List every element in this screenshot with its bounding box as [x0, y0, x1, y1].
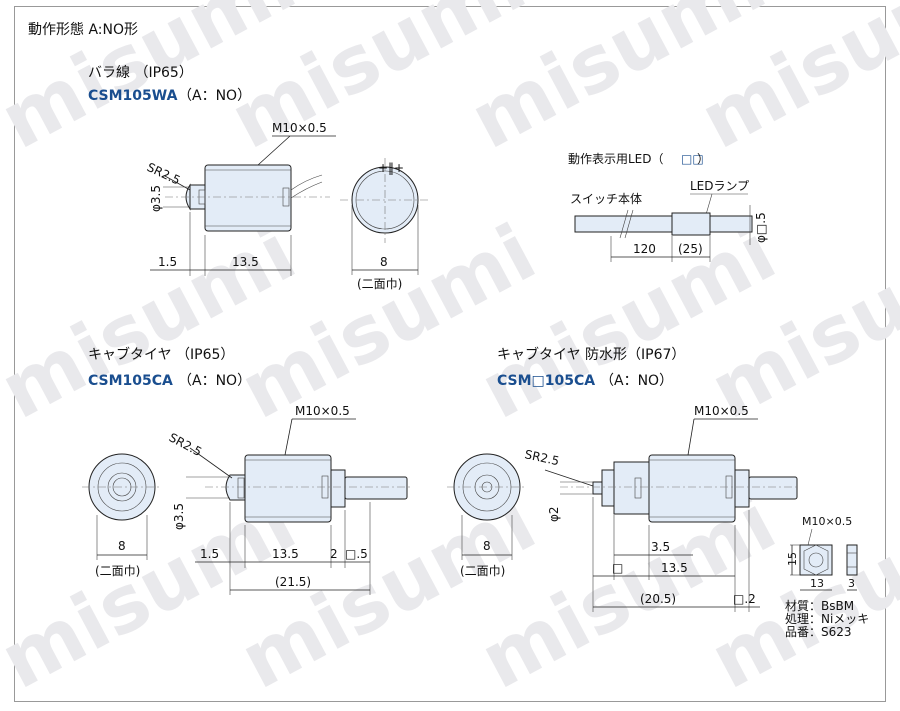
nut-thickness: 3 — [848, 577, 855, 590]
nut-side — [846, 544, 858, 576]
type-label: キャブタイヤ （IP65） — [88, 346, 234, 363]
sr-callout: SR2.5 — [523, 447, 560, 468]
diagram-csm105wa: バラ線 （IP65） CSM105WA （A：NO） M10×0.5 SR2.5… — [88, 65, 430, 291]
model-number: CSM105WA — [88, 88, 178, 104]
dim-3.5: 3.5 — [651, 540, 670, 554]
dim-13.5: 13.5 — [232, 255, 259, 269]
model-number: CSM105CA — [88, 373, 173, 389]
spec-treatment: 処理：Niメッキ — [785, 612, 869, 626]
diagram-frame — [14, 6, 886, 702]
sensor-tip — [592, 481, 603, 495]
nut-width: 13 — [810, 577, 824, 590]
led-dim-25: (25) — [678, 242, 703, 256]
led-detail: 動作表示用LED（ □□ ） スイッチ本体 LEDランプ φ□.5 120 (2… — [568, 152, 768, 262]
dim-2: 2 — [330, 547, 338, 561]
lead-mark: +‖+ — [378, 161, 404, 175]
nut-thread: M10×0.5 — [802, 515, 852, 528]
model-number: CSM□105CA — [497, 373, 595, 389]
drawing-line — [257, 135, 336, 166]
spec-material: 材質：BsBM — [785, 598, 854, 613]
mode-label: （A：NO） — [178, 88, 251, 104]
led-title: 動作表示用LED（ — [568, 152, 664, 166]
flat-note: (二面巾) — [357, 277, 402, 291]
dim-width: 8 — [380, 255, 388, 269]
spec-part-number: 品番：S623 — [785, 625, 852, 639]
flat-note: (二面巾) — [460, 564, 505, 578]
type-label: バラ線 （IP65） — [88, 65, 193, 81]
drawing-line — [634, 477, 642, 499]
sensor-body — [648, 454, 736, 523]
nut-detail: M10×0.5 15 13 3 材質：BsBM 処理：Niメッキ 品番：S623 — [785, 515, 869, 639]
led-lamp-label: LEDランプ — [690, 179, 749, 193]
drawing-line — [164, 175, 191, 191]
dim-total: (20.5) — [640, 592, 676, 606]
dim-total: (21.5) — [275, 575, 311, 589]
dim-flat: □ — [612, 561, 623, 575]
sr-callout: SR2.5 — [145, 160, 183, 187]
drawing-line — [601, 469, 615, 507]
diagram-csm105ca: キャブタイヤ （IP65） CSM105CA （A：NO） 8 (二面巾) M1… — [82, 346, 410, 595]
dim-13.5: 13.5 — [272, 547, 299, 561]
led-title-mark: □□ — [681, 152, 704, 166]
drawing-line — [284, 418, 356, 456]
led-title-end: ） — [697, 152, 709, 166]
led-dim-120: 120 — [633, 242, 656, 256]
drawing-line — [803, 544, 829, 576]
drawing-line — [807, 528, 813, 546]
page-title: 動作形態 A:NO形 — [28, 22, 138, 38]
nut-height: 15 — [786, 552, 799, 566]
dia-callout: φ2 — [547, 506, 561, 522]
dim-width: 8 — [118, 539, 126, 553]
flat-note: (二面巾) — [95, 564, 140, 578]
dim-1.5: 1.5 — [200, 547, 219, 561]
drawing-line — [330, 469, 346, 508]
drawing-line — [687, 418, 758, 456]
drawing-line — [290, 174, 323, 199]
mode-label: （A：NO） — [600, 373, 673, 389]
thread-callout: M10×0.5 — [272, 121, 327, 135]
switch-body-label: スイッチ本体 — [570, 192, 642, 206]
drawing-line — [544, 469, 594, 487]
thread-callout: M10×0.5 — [295, 404, 350, 418]
drawing-line — [189, 447, 233, 479]
sensor-body — [244, 454, 332, 523]
dia-callout: φ3.5 — [172, 503, 186, 530]
sensor-tip — [225, 474, 246, 501]
dim-13.5: 13.5 — [661, 561, 688, 575]
sensor-body — [204, 164, 292, 232]
drawing-line — [709, 215, 753, 233]
dia-callout: φ3.5 — [149, 185, 163, 212]
thread-callout: M10×0.5 — [694, 404, 749, 418]
dim-1.5: 1.5 — [158, 255, 177, 269]
drawing-line — [574, 215, 673, 233]
dim-flat-2: □.2 — [733, 592, 756, 606]
sr-callout: SR2.5 — [167, 430, 205, 459]
drawing-line — [619, 209, 634, 239]
dim-width: 8 — [483, 539, 491, 553]
diagram-csm-105ca-ip67: キャブタイヤ 防水形（IP67） CSM□105CA （A：NO） 8 (二面巾… — [447, 346, 800, 612]
drawing-line — [237, 477, 245, 499]
mode-label: （A：NO） — [178, 373, 251, 389]
drawing-line — [734, 469, 750, 508]
drawing-line — [808, 552, 824, 568]
cable — [748, 476, 798, 500]
led-lamp — [671, 212, 711, 236]
led-dia: φ□.5 — [754, 212, 768, 243]
nut-front — [799, 544, 833, 576]
type-label: キャブタイヤ 防水形（IP67） — [497, 346, 685, 363]
dim-flat: □.5 — [345, 547, 368, 561]
drawing-line — [613, 461, 650, 515]
cable — [344, 476, 408, 500]
